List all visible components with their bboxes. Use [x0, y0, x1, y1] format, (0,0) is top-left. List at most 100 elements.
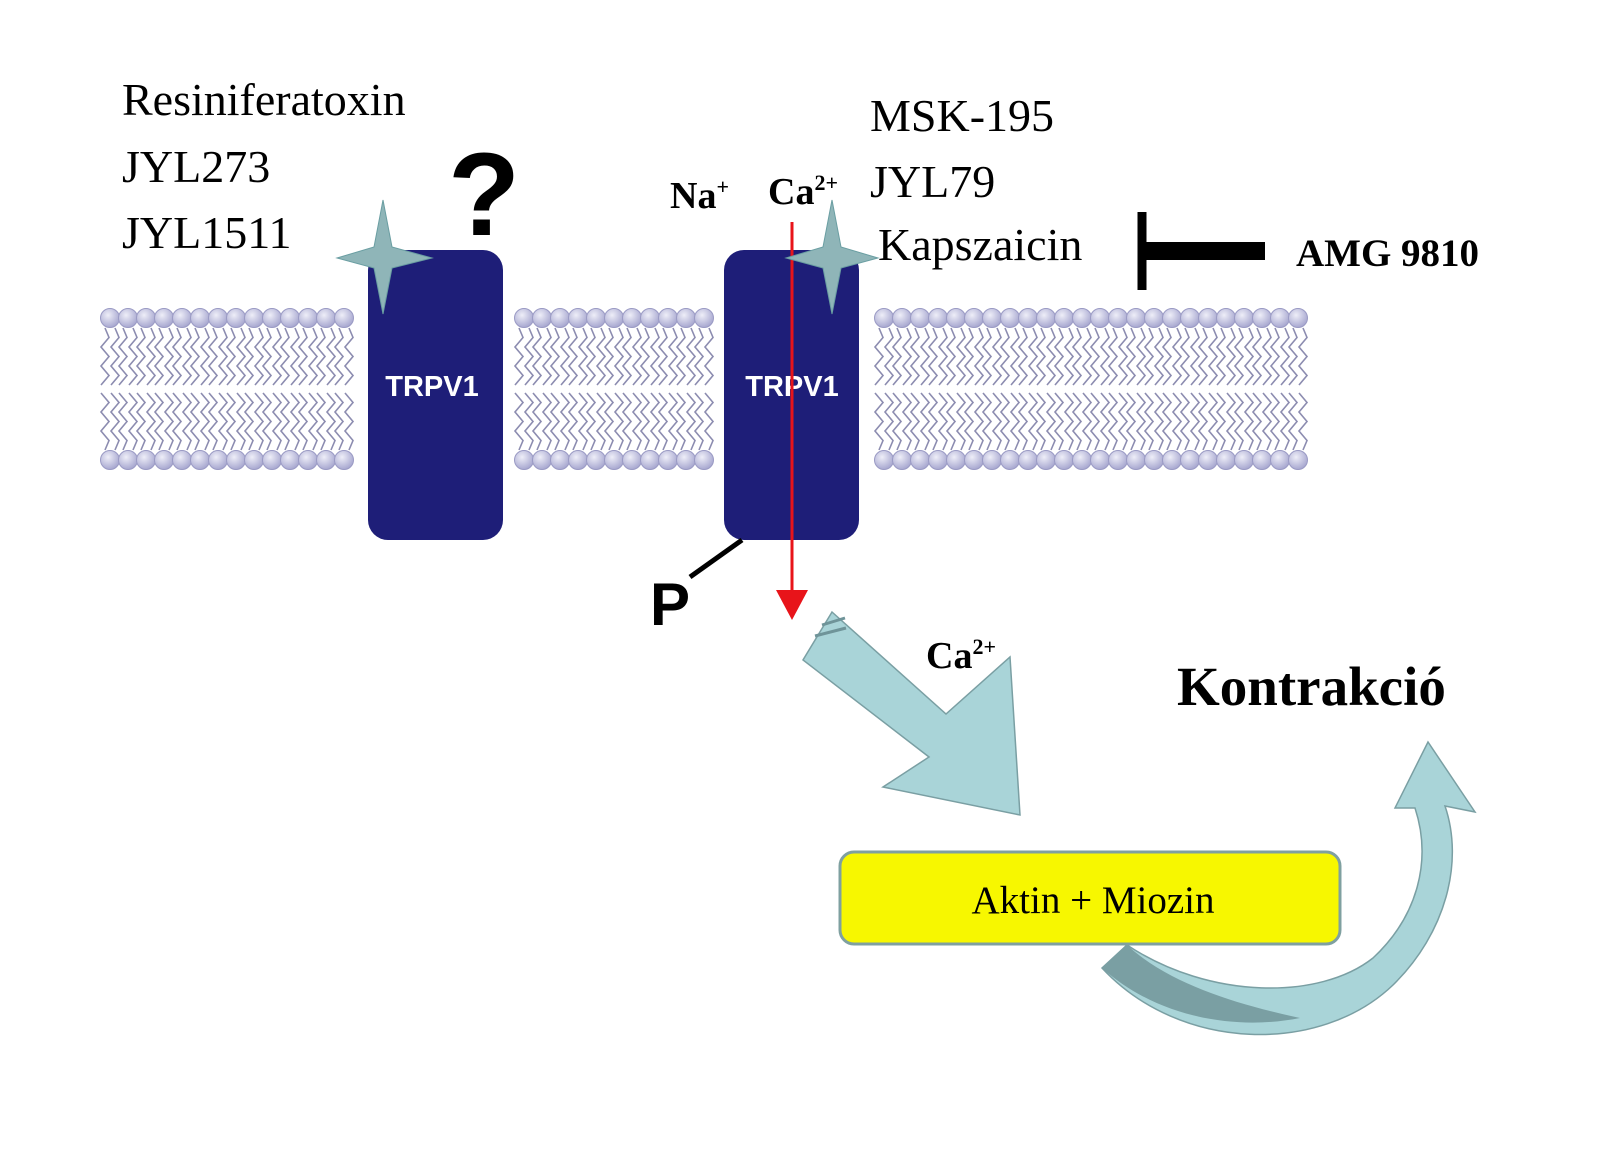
lipid-head: [1234, 450, 1254, 470]
lipid-head: [1162, 308, 1182, 328]
lipid-tail: [1135, 392, 1147, 451]
calcium-flow-arrow: [802, 610, 1021, 816]
lipid-tail: [945, 392, 957, 451]
lipid-head: [1288, 308, 1308, 328]
lipid-tail: [919, 392, 931, 451]
lipid-head: [1252, 308, 1272, 328]
lipid-tail: [567, 392, 579, 451]
ligand-star-right-icon: [784, 199, 880, 315]
lipid-head: [1288, 450, 1308, 470]
lipid-tail: [685, 392, 697, 451]
lipid-tail: [1179, 392, 1191, 451]
lipid-head: [1198, 308, 1218, 328]
lipid-head: [1018, 308, 1038, 328]
lipid-tail: [307, 392, 319, 451]
lipid-head: [118, 308, 138, 328]
lipid-head: [622, 308, 642, 328]
lipid-head: [1126, 308, 1146, 328]
lipid-tail: [1171, 392, 1183, 451]
lipid-tail: [513, 392, 525, 451]
lipid-tail: [531, 327, 543, 386]
lipid-head: [550, 450, 570, 470]
lipid-tail: [909, 327, 921, 386]
lipid-tail: [621, 392, 633, 451]
lipid-tail: [1171, 327, 1183, 386]
lipid-tail: [127, 392, 139, 451]
lipid-head: [1216, 308, 1236, 328]
lipid-head: [874, 450, 894, 470]
lipid-tail: [217, 327, 229, 386]
lipid-tail: [675, 327, 687, 386]
lipid-head: [226, 450, 246, 470]
contraction-arrow-shadow: [1102, 945, 1300, 1023]
lipid-tail: [99, 327, 111, 386]
lipid-tail: [1225, 392, 1237, 451]
lipid-head: [982, 450, 1002, 470]
lipid-tail: [927, 327, 939, 386]
lipid-tail: [541, 392, 553, 451]
lipid-tail: [109, 392, 121, 451]
lipid-tail: [937, 392, 949, 451]
lipid-tail: [253, 392, 265, 451]
lipid-tail: [1017, 327, 1029, 386]
lipid-tail: [639, 327, 651, 386]
lipid-tail: [1189, 392, 1201, 451]
lipid-tail: [613, 327, 625, 386]
lipid-head: [910, 308, 930, 328]
lipid-tail: [307, 327, 319, 386]
lipid-tail: [261, 392, 273, 451]
lipid-tail: [1107, 392, 1119, 451]
lipid-head: [982, 308, 1002, 328]
lipid-tail: [703, 392, 715, 451]
channel-label-left: TRPV1: [385, 371, 478, 403]
question-mark-icon: ?: [448, 129, 520, 261]
lipid-head: [910, 450, 930, 470]
left-agonist-3: JYL1511: [122, 207, 292, 258]
lipid-tail: [991, 392, 1003, 451]
lipid-tail: [315, 327, 327, 386]
lipid-tail: [531, 392, 543, 451]
lipid-head: [208, 308, 228, 328]
lipid-tail: [901, 327, 913, 386]
lipid-tail: [649, 392, 661, 451]
lipid-tail: [207, 392, 219, 451]
lipid-tail: [1153, 392, 1165, 451]
lipid-tail: [1135, 327, 1147, 386]
lipid-tail: [1063, 327, 1075, 386]
lipid-tail: [1071, 392, 1083, 451]
lipid-tail: [613, 392, 625, 451]
lipid-tail: [153, 327, 165, 386]
lipid-tail: [189, 392, 201, 451]
lipid-tail: [667, 327, 679, 386]
lipid-head: [154, 450, 174, 470]
lipid-tail: [1099, 327, 1111, 386]
lipid-tail: [343, 327, 355, 386]
lipid-tail: [1233, 392, 1245, 451]
lipid-tail: [163, 327, 175, 386]
lipid-tail: [1053, 392, 1065, 451]
lipid-tail: [1081, 327, 1093, 386]
lipid-head: [1036, 450, 1056, 470]
lipid-head: [172, 450, 192, 470]
lipid-head: [1090, 450, 1110, 470]
lipid-head: [208, 450, 228, 470]
lipid-head: [1000, 308, 1020, 328]
lipid-head: [946, 450, 966, 470]
lipid-tail: [225, 327, 237, 386]
inhibition-symbol: [1137, 212, 1265, 290]
lipid-tail: [1287, 392, 1299, 451]
lipid-tail: [1279, 327, 1291, 386]
lipid-tail: [297, 392, 309, 451]
lipid-tail: [181, 327, 193, 386]
lipid-tail: [549, 327, 561, 386]
lipid-head: [1198, 450, 1218, 470]
lipid-tail: [973, 392, 985, 451]
lipid-tail: [1125, 392, 1137, 451]
lipid-heads-bottom: [100, 450, 1308, 470]
lipid-head: [604, 308, 624, 328]
lipid-head: [550, 308, 570, 328]
lipid-head: [334, 450, 354, 470]
lipid-head: [892, 450, 912, 470]
lipid-tail: [1027, 392, 1039, 451]
lipid-tail: [271, 392, 283, 451]
